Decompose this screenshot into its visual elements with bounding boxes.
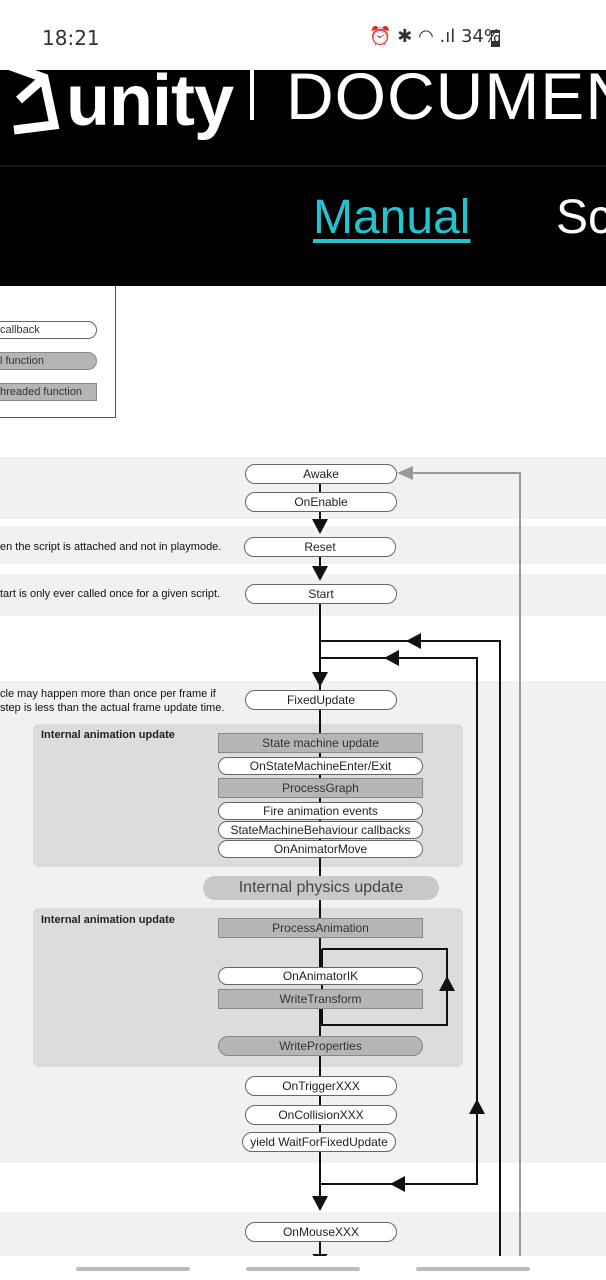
nav-recents-pill[interactable]: [416, 1267, 530, 1271]
system-nav-bar: [0, 1256, 606, 1280]
nav-back-pill[interactable]: [76, 1267, 190, 1271]
animation-panel-1-title: Internal animation update: [41, 729, 175, 741]
note-fixed-update-2: step is less than the actual frame updat…: [0, 702, 225, 714]
wifi-icon: ◠: [418, 26, 434, 47]
site-header: unity DOCUMENTA Manual Sc: [0, 70, 606, 286]
documentation-title[interactable]: DOCUMENTA: [286, 70, 606, 133]
node-state-machine-update[interactable]: State machine update: [218, 733, 423, 753]
node-start[interactable]: Start: [245, 584, 397, 604]
battery-percent: 34%: [460, 26, 501, 47]
node-on-animator-move[interactable]: OnAnimatorMove: [218, 840, 423, 858]
diagram-legend: callback l function hreaded function: [0, 286, 116, 418]
legend-threaded-function: hreaded function: [0, 383, 97, 401]
unity-logo-icon[interactable]: [0, 70, 64, 140]
node-awake[interactable]: Awake: [245, 464, 397, 484]
battery-icon: [491, 30, 500, 47]
node-fixed-update[interactable]: FixedUpdate: [245, 690, 397, 710]
nav-scripting-link[interactable]: Sc: [556, 191, 606, 244]
nav-home-pill[interactable]: [246, 1267, 360, 1271]
status-bar: 18:21 ⏰ ✱ ◠ .ıl 34%: [0, 0, 606, 70]
legend-function: l function: [0, 352, 97, 370]
logo-separator: [250, 70, 254, 120]
node-yield-wait-for-fixed-update[interactable]: yield WaitForFixedUpdate: [242, 1132, 396, 1152]
node-fire-animation-events[interactable]: Fire animation events: [218, 802, 423, 820]
logo-text[interactable]: unity: [66, 70, 234, 141]
node-process-graph[interactable]: ProcessGraph: [218, 778, 423, 798]
node-internal-physics-update[interactable]: Internal physics update: [203, 876, 439, 900]
node-process-animation[interactable]: ProcessAnimation: [218, 918, 423, 938]
bluetooth-icon: ✱: [397, 26, 413, 47]
node-reset[interactable]: Reset: [244, 537, 396, 557]
node-on-collision-xxx[interactable]: OnCollisionXXX: [245, 1105, 397, 1125]
node-on-state-machine-enter-exit[interactable]: OnStateMachineEnter/Exit: [218, 757, 423, 775]
status-icons: ⏰ ✱ ◠ .ıl 34%: [369, 26, 501, 47]
node-write-transform[interactable]: WriteTransform: [218, 989, 423, 1009]
node-state-machine-behaviour-callbacks[interactable]: StateMachineBehaviour callbacks: [218, 821, 423, 839]
legend-callback: callback: [0, 321, 97, 339]
node-on-enable[interactable]: OnEnable: [245, 492, 397, 512]
node-on-mouse-xxx[interactable]: OnMouseXXX: [245, 1222, 397, 1242]
lifecycle-diagram: callback l function hreaded function Int…: [0, 286, 606, 1280]
note-reset: en the script is attached and not in pla…: [0, 541, 222, 553]
alarm-icon: ⏰: [369, 26, 392, 47]
note-start: tart is only ever called once for a give…: [0, 588, 221, 600]
header-divider: [0, 165, 606, 167]
node-write-properties[interactable]: WriteProperties: [218, 1036, 423, 1056]
status-time: 18:21: [42, 26, 100, 50]
node-on-animator-ik[interactable]: OnAnimatorIK: [218, 967, 423, 985]
signal-icon: .ıl: [439, 26, 456, 47]
nav-manual-link[interactable]: Manual: [313, 191, 471, 244]
animation-panel-2-title: Internal animation update: [41, 914, 175, 926]
node-on-trigger-xxx[interactable]: OnTriggerXXX: [245, 1076, 397, 1096]
note-fixed-update-1: cle may happen more than once per frame …: [0, 688, 216, 700]
